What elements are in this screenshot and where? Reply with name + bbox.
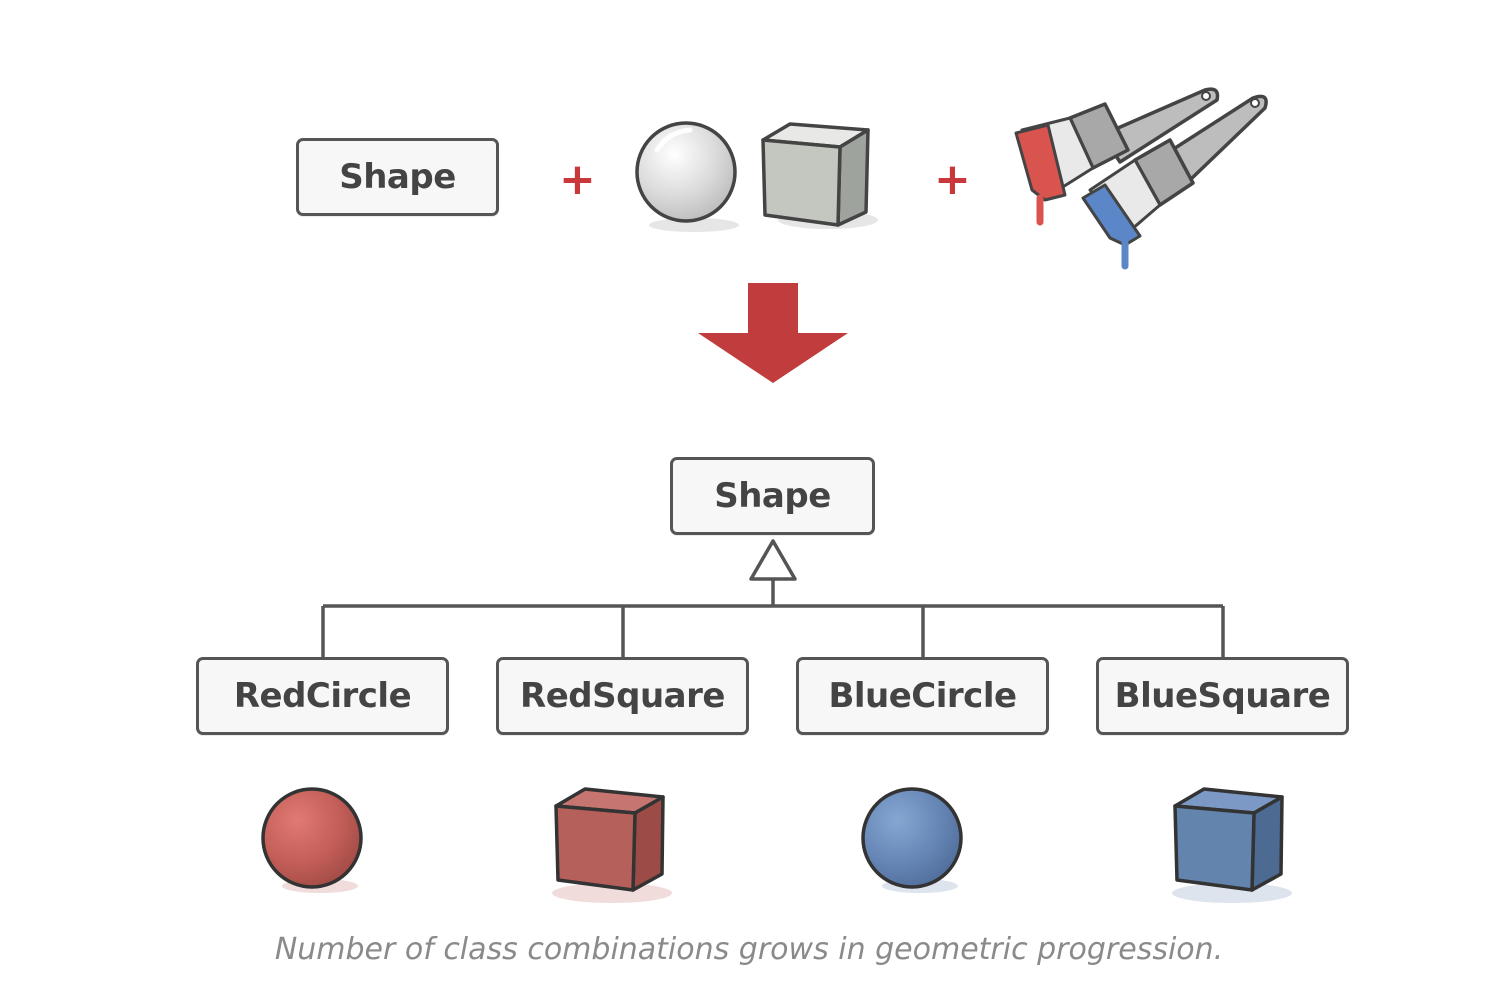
parent-class-box: Shape: [670, 457, 875, 535]
child-class-box-redcircle: RedCircle: [196, 657, 449, 735]
sphere-icon: [635, 121, 739, 232]
red-paintbrush-icon: [1014, 87, 1220, 226]
cube-icon: [761, 122, 878, 229]
figure-caption: Number of class combinations grows in ge…: [274, 932, 1224, 967]
plus-sign: +: [559, 154, 596, 205]
inheritance-triangle-icon: [749, 539, 797, 581]
red-cube-icon: [552, 787, 672, 903]
child-class-box-bluecircle: BlueCircle: [796, 657, 1049, 735]
blue-cube-icon: [1172, 787, 1292, 903]
blue-sphere-icon: [861, 787, 963, 893]
child-class-box-redsquare: RedSquare: [496, 657, 749, 735]
inheritance-connector: [321, 539, 1225, 657]
red-sphere-icon: [261, 787, 363, 893]
child-class-box-bluesquare: BlueSquare: [1096, 657, 1349, 735]
blue-paintbrush-icon: [1081, 94, 1268, 270]
shape-class-box: Shape: [296, 138, 499, 216]
down-arrow-icon: [698, 283, 848, 383]
plus-sign: +: [934, 154, 971, 205]
